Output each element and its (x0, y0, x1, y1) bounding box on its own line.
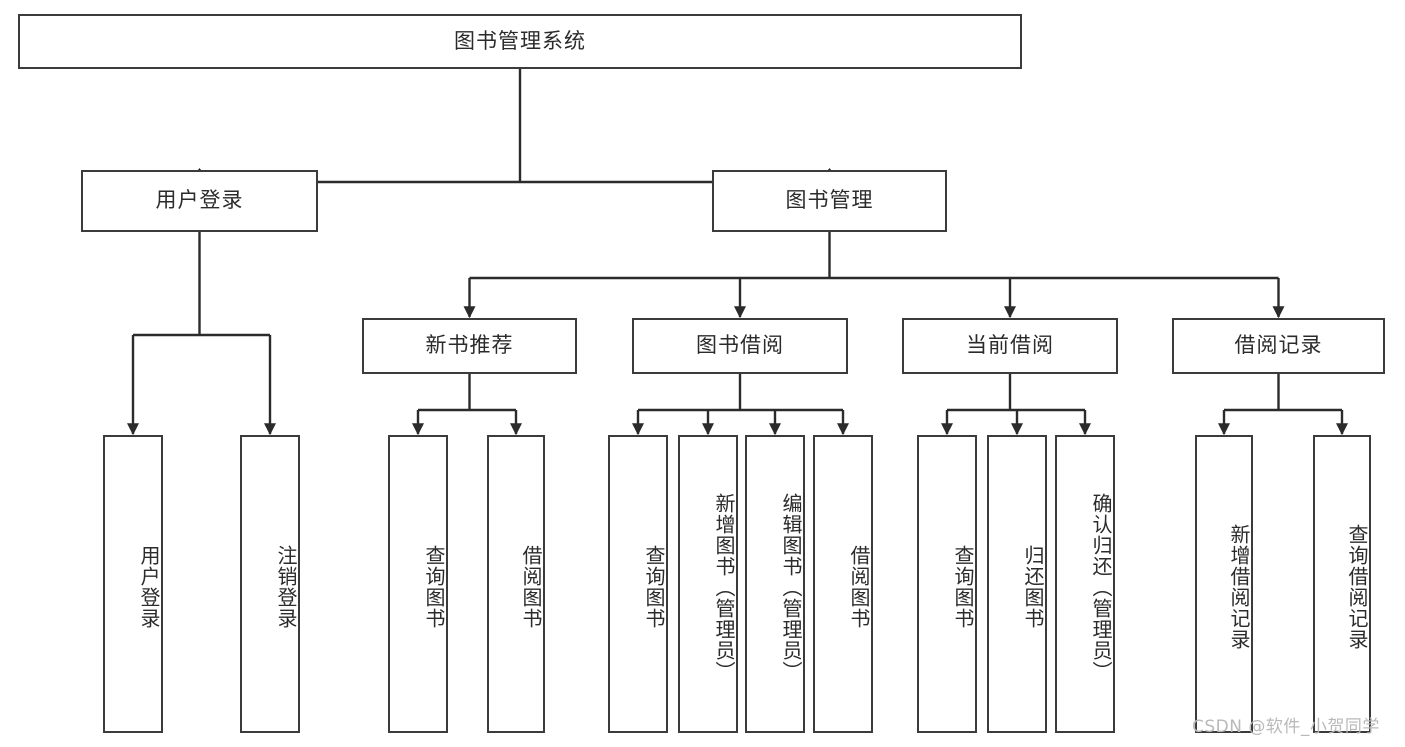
node-leaf-cur-3[interactable]: 确认归还（管理员） (1055, 435, 1115, 733)
node-borrow[interactable]: 图书借阅 (632, 318, 848, 374)
node-label: 新增借阅记录 (1227, 524, 1251, 650)
node-label: 借阅记录 (1234, 333, 1323, 358)
node-label: 借阅图书 (519, 545, 543, 629)
node-leaf-rec-1[interactable]: 新增借阅记录 (1195, 435, 1253, 733)
node-label: 确认归还（管理员） (1089, 492, 1113, 682)
node-label: 编辑图书（管理员） (779, 492, 803, 682)
node-label: 图书管理 (785, 188, 874, 213)
node-leaf-borrow-2[interactable]: 新增图书（管理员） (678, 435, 738, 733)
node-label: 查询借阅记录 (1345, 524, 1369, 650)
node-bookmgmt[interactable]: 图书管理 (712, 170, 947, 232)
node-leaf-new-2[interactable]: 借阅图书 (487, 435, 545, 733)
node-leaf-login-1[interactable]: 用户登录 (103, 435, 163, 733)
node-label: 当前借阅 (966, 333, 1054, 358)
node-label: 用户登录 (155, 188, 244, 213)
node-label: 新书推荐 (425, 333, 514, 358)
node-root[interactable]: 图书管理系统 (18, 14, 1022, 69)
node-leaf-rec-2[interactable]: 查询借阅记录 (1313, 435, 1371, 733)
node-newbook[interactable]: 新书推荐 (362, 318, 577, 374)
watermark: CSDN @软件_小贺同学 (1192, 717, 1380, 737)
node-leaf-borrow-4[interactable]: 借阅图书 (813, 435, 873, 733)
node-leaf-borrow-1[interactable]: 查询图书 (608, 435, 668, 733)
node-label: 图书管理系统 (454, 28, 586, 53)
node-login[interactable]: 用户登录 (81, 170, 318, 232)
node-label: 查询图书 (422, 545, 446, 629)
node-leaf-cur-2[interactable]: 归还图书 (987, 435, 1047, 733)
node-label: 新增图书（管理员） (712, 492, 736, 682)
node-leaf-new-1[interactable]: 查询图书 (388, 435, 448, 733)
node-records[interactable]: 借阅记录 (1172, 318, 1385, 374)
node-label: 用户登录 (137, 545, 161, 629)
node-label: 图书借阅 (696, 333, 784, 358)
node-leaf-borrow-3[interactable]: 编辑图书（管理员） (745, 435, 805, 733)
node-leaf-login-2[interactable]: 注销登录 (240, 435, 300, 733)
node-label: 查询图书 (642, 545, 666, 629)
node-label: 注销登录 (274, 545, 298, 629)
node-leaf-cur-1[interactable]: 查询图书 (917, 435, 977, 733)
node-label: 归还图书 (1021, 545, 1045, 629)
node-current[interactable]: 当前借阅 (902, 318, 1118, 374)
node-label: 借阅图书 (847, 545, 871, 629)
node-label: 查询图书 (951, 545, 975, 629)
